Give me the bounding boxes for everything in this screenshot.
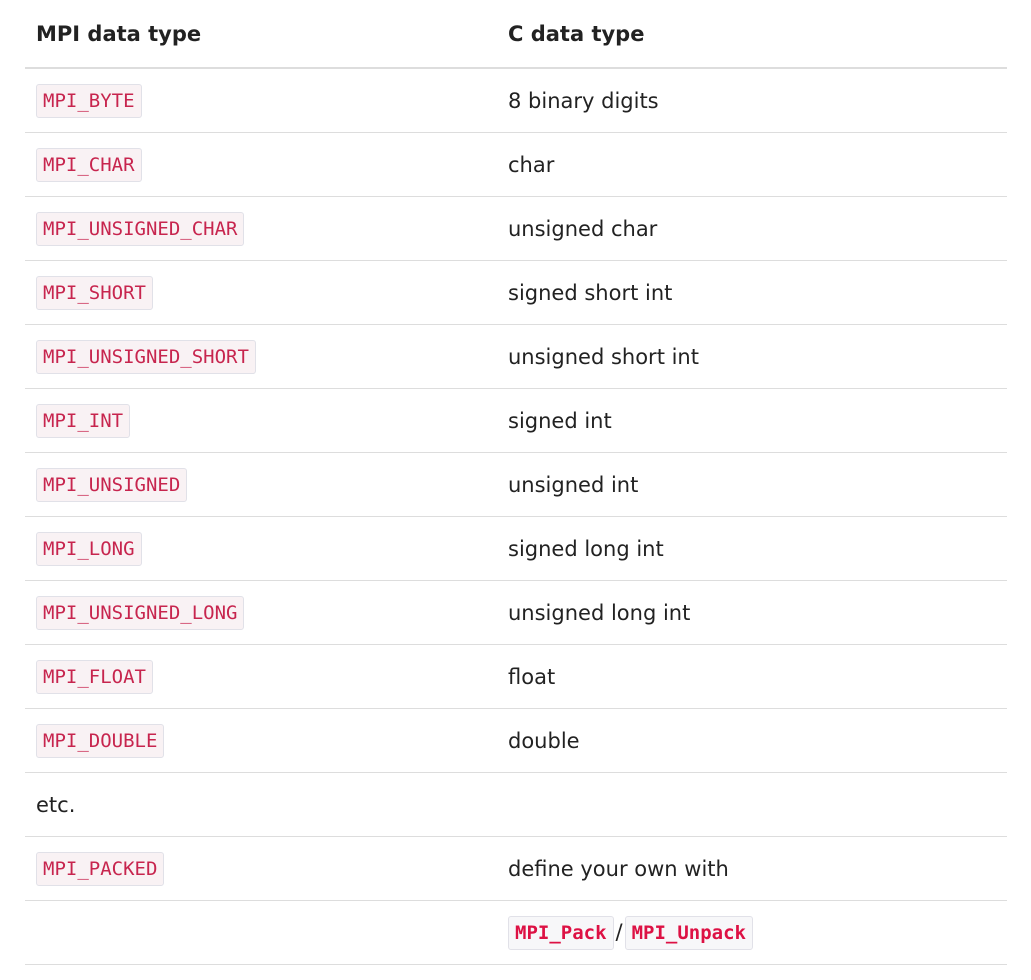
mpi-type-table: MPI data type C data type MPI_BYTE 8 bin… [25, 0, 1007, 965]
c-type-cell: unsigned int [497, 452, 1007, 517]
empty-cell [25, 900, 497, 965]
c-type-cell: signed long int [497, 516, 1007, 581]
mpi-type-cell: MPI_DOUBLE [25, 708, 497, 773]
pack-separator: / [615, 919, 623, 944]
etc-cell: etc. [25, 772, 497, 837]
c-type-cell: unsigned long int [497, 580, 1007, 645]
mpi-type-cell: MPI_PACKED [25, 836, 497, 901]
table-row: MPI_CHAR char [25, 132, 1007, 197]
mpi-type-table-container: MPI data type C data type MPI_BYTE 8 bin… [25, 0, 1007, 965]
table-row-etc: etc. [25, 772, 1007, 837]
mpi-type-cell: MPI_UNSIGNED [25, 452, 497, 517]
c-type-cell: unsigned short int [497, 324, 1007, 389]
table-body: MPI_BYTE 8 binary digits MPI_CHAR char M… [25, 68, 1007, 965]
table-row-pack-functions: MPI_Pack/MPI_Unpack [25, 900, 1007, 965]
table-header-row: MPI data type C data type [25, 0, 1007, 69]
pack-functions-cell: MPI_Pack/MPI_Unpack [497, 900, 1007, 965]
mpi-type-code: MPI_LONG [36, 531, 142, 566]
mpi-type-cell: MPI_INT [25, 388, 497, 453]
c-type-cell: char [497, 132, 1007, 197]
mpi-type-cell: MPI_LONG [25, 516, 497, 581]
mpi-type-code: MPI_UNSIGNED [36, 467, 188, 502]
table-row: MPI_DOUBLE double [25, 708, 1007, 773]
mpi-type-code: MPI_UNSIGNED_CHAR [36, 211, 245, 246]
mpi-type-code: MPI_SHORT [36, 275, 153, 310]
c-type-cell: double [497, 708, 1007, 773]
mpi-type-code: MPI_CHAR [36, 147, 142, 182]
c-type-cell: signed short int [497, 260, 1007, 325]
table-row: MPI_LONG signed long int [25, 516, 1007, 581]
mpi-type-code: MPI_UNSIGNED_SHORT [36, 339, 256, 374]
mpi-type-code: MPI_BYTE [36, 83, 142, 118]
mpi-type-code: MPI_DOUBLE [36, 723, 165, 758]
mpi-type-cell: MPI_UNSIGNED_CHAR [25, 196, 497, 261]
mpi-type-cell: MPI_UNSIGNED_LONG [25, 580, 497, 645]
table-row-packed: MPI_PACKED define your own with [25, 836, 1007, 901]
mpi-type-code: MPI_INT [36, 403, 131, 438]
mpi-type-code: MPI_UNSIGNED_LONG [36, 595, 245, 630]
table-row: MPI_UNSIGNED unsigned int [25, 452, 1007, 517]
c-type-cell: float [497, 644, 1007, 709]
c-type-cell: 8 binary digits [497, 68, 1007, 133]
c-type-cell: unsigned char [497, 196, 1007, 261]
table-row: MPI_UNSIGNED_CHAR unsigned char [25, 196, 1007, 261]
mpi-type-cell: MPI_SHORT [25, 260, 497, 325]
table-row: MPI_INT signed int [25, 388, 1007, 453]
table-row: MPI_BYTE 8 binary digits [25, 68, 1007, 133]
mpi-type-code: MPI_FLOAT [36, 659, 153, 694]
mpi-type-cell: MPI_FLOAT [25, 644, 497, 709]
mpi-type-cell: MPI_BYTE [25, 68, 497, 133]
table-row: MPI_UNSIGNED_SHORT unsigned short int [25, 324, 1007, 389]
header-c-data-type: C data type [497, 0, 1007, 69]
mpi-type-cell: MPI_CHAR [25, 132, 497, 197]
table-row: MPI_SHORT signed short int [25, 260, 1007, 325]
table-row: MPI_FLOAT float [25, 644, 1007, 709]
mpi-type-cell: MPI_UNSIGNED_SHORT [25, 324, 497, 389]
mpi-pack-code: MPI_Pack [508, 915, 614, 950]
c-type-cell: define your own with [497, 836, 1007, 901]
mpi-unpack-code: MPI_Unpack [624, 915, 753, 950]
c-type-cell: signed int [497, 388, 1007, 453]
header-mpi-data-type: MPI data type [25, 0, 497, 69]
empty-cell [497, 772, 1007, 837]
table-row: MPI_UNSIGNED_LONG unsigned long int [25, 580, 1007, 645]
mpi-packed-code: MPI_PACKED [36, 851, 165, 886]
